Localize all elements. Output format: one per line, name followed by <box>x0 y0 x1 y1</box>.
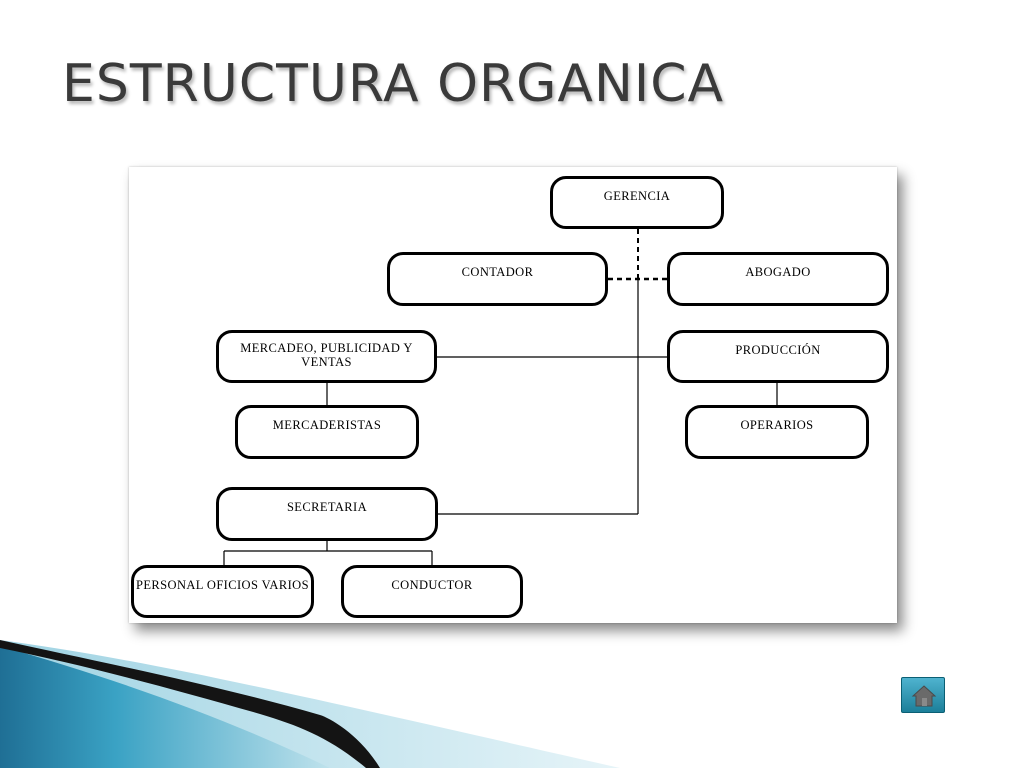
node-conductor: CONDUCTOR <box>341 565 523 618</box>
node-contador: CONTADOR <box>387 252 608 306</box>
slide-title: ESTRUCTURA ORGANICA <box>62 54 725 114</box>
node-abogado: ABOGADO <box>667 252 889 306</box>
node-mercaderistas: MERCADERISTAS <box>235 405 419 459</box>
node-mercadeo-publicidad-ventas: MERCADEO, PUBLICIDAD Y VENTAS <box>216 330 437 383</box>
home-icon <box>911 685 937 707</box>
node-gerencia: GERENCIA <box>550 176 724 229</box>
footer-wave-decoration <box>0 640 620 768</box>
org-chart-connectors <box>223 229 778 565</box>
org-chart: GERENCIA CONTADOR ABOGADO MERCADEO, PUBL… <box>129 167 897 623</box>
node-personal-oficios-varios: PERSONAL OFICIOS VARIOS <box>131 565 314 618</box>
node-produccion: PRODUCCIÓN <box>667 330 889 383</box>
home-button[interactable] <box>901 677 945 713</box>
node-secretaria: SECRETARIA <box>216 487 438 541</box>
node-operarios: OPERARIOS <box>685 405 869 459</box>
